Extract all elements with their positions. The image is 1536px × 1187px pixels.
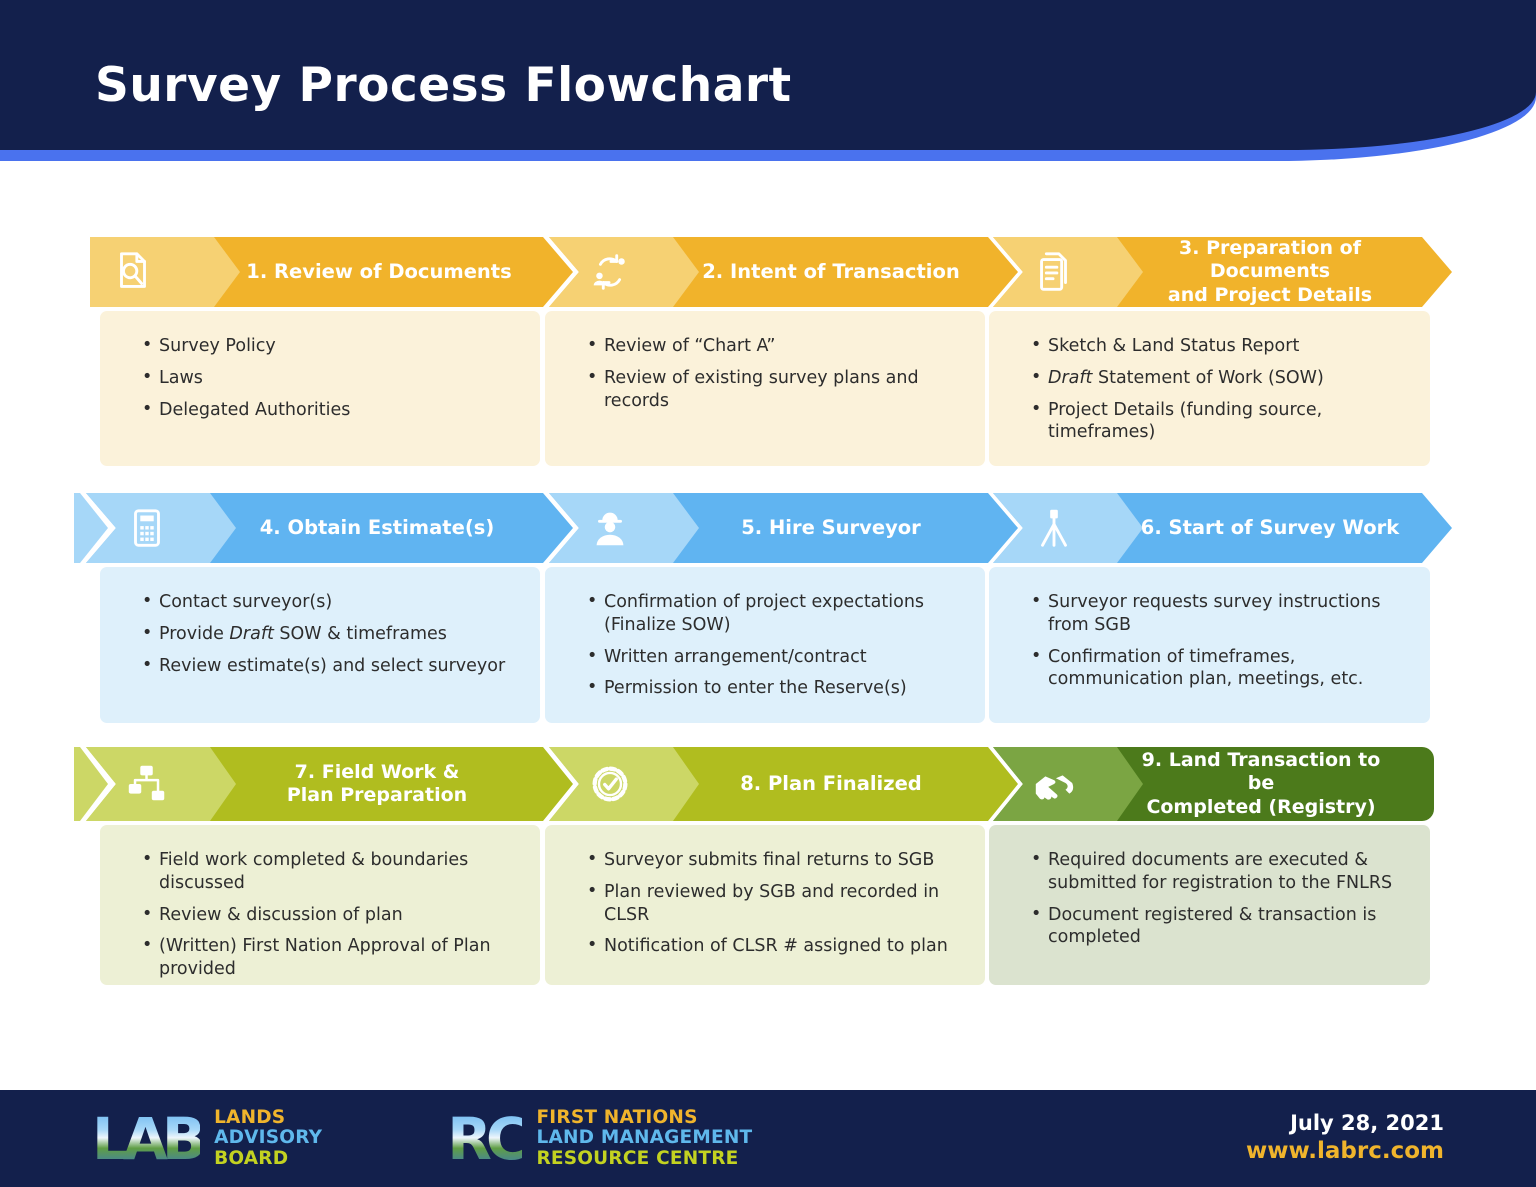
step-icon-segment bbox=[86, 747, 236, 821]
bullet-item: Review & discussion of plan bbox=[142, 903, 514, 927]
step-content-5: Confirmation of project expectations (Fi… bbox=[545, 567, 985, 723]
calculator-icon bbox=[124, 505, 170, 551]
step-title: 7. Field Work & Plan Preparation bbox=[286, 760, 468, 806]
header-band: Survey Process Flowchart bbox=[0, 0, 1536, 150]
step-banner-3: 3. Preparation of Documents and Project … bbox=[993, 237, 1452, 307]
step-content-1: Survey PolicyLawsDelegated Authorities bbox=[100, 311, 540, 466]
step-title: 1. Review of Documents bbox=[246, 260, 512, 284]
step-content-9: Required documents are executed & submit… bbox=[989, 825, 1430, 985]
documents-icon bbox=[1031, 249, 1077, 295]
rc-logo-text: FIRST NATIONS LAND MANAGEMENT RESOURCE C… bbox=[536, 1106, 753, 1169]
bullet-list: Confirmation of project expectations (Fi… bbox=[587, 590, 959, 700]
bullet-item: Sketch & Land Status Report bbox=[1031, 334, 1404, 358]
step-content-2: Review of “Chart A” Review of existing su… bbox=[545, 311, 985, 466]
bullet-item: Document registered & transaction is com… bbox=[1031, 903, 1404, 950]
theodolite-icon bbox=[1031, 505, 1077, 551]
bullet-list: Review of “Chart A” Review of existing su… bbox=[587, 334, 959, 413]
step-banner-1: 1. Review of Documents bbox=[90, 237, 573, 307]
step-banner-5: 5. Hire Surveyor bbox=[549, 493, 1018, 563]
sitemap-icon bbox=[124, 761, 170, 807]
step-title: 8. Plan Finalized bbox=[740, 772, 922, 796]
step-content-7: Field work completed & boundaries discus… bbox=[100, 825, 540, 985]
step-title: 3. Preparation of Documents and Project … bbox=[1167, 237, 1373, 306]
bullet-item: Field work completed & boundaries discus… bbox=[142, 848, 514, 895]
step-icon-segment bbox=[90, 237, 240, 307]
step-title: 9. Land Transaction to be Completed (Reg… bbox=[1141, 749, 1381, 818]
step-banner-4: 4. Obtain Estimate(s) bbox=[86, 493, 573, 563]
step-content-8: Surveyor submits final returns to SGB Pla… bbox=[545, 825, 985, 985]
bullet-item: Confirmation of project expectations (Fi… bbox=[587, 590, 959, 637]
bullet-item: Review of existing survey plans and reco… bbox=[587, 366, 959, 413]
rc-logo: RC FIRST NATIONS LAND MANAGEMENT RESOURC… bbox=[447, 1104, 753, 1173]
lab-line-3: BOARD bbox=[214, 1147, 289, 1169]
bullet-item: (Written) First Nation Approval of Plan … bbox=[142, 934, 514, 981]
bullet-list: Field work completed & boundaries discus… bbox=[142, 848, 514, 981]
step-title: 6. Start of Survey Work bbox=[1140, 516, 1400, 540]
footer-website: www.labrc.com bbox=[1246, 1138, 1444, 1165]
step-content-6: Surveyor requests survey instructions fr… bbox=[989, 567, 1430, 723]
step-banner-8: 8. Plan Finalized bbox=[549, 747, 1018, 821]
page-title: Survey Process Flowchart bbox=[95, 58, 792, 113]
step-banner-7: 7. Field Work & Plan Preparation bbox=[86, 747, 573, 821]
bullet-item: Written arrangement/contract bbox=[587, 645, 959, 669]
step-content-4: Contact surveyor(s) Provide Draft SOW & t… bbox=[100, 567, 540, 723]
bullet-list: Surveyor submits final returns to SGB Pla… bbox=[587, 848, 959, 958]
bullet-item: Survey Policy bbox=[142, 334, 514, 358]
bullet-list: Sketch & Land Status ReportDraft Stateme… bbox=[1031, 334, 1404, 445]
rc-line-3: RESOURCE CENTRE bbox=[536, 1147, 739, 1169]
surveyor-worker-icon bbox=[587, 505, 633, 551]
bullet-item: Review of “Chart A” bbox=[587, 334, 959, 358]
lab-logo: LAB LANDS ADVISORY BOARD bbox=[92, 1104, 323, 1173]
step-title: 2. Intent of Transaction bbox=[702, 260, 960, 284]
step-banner-6: 6. Start of Survey Work bbox=[993, 493, 1452, 563]
rc-line-2: LAND MANAGEMENT bbox=[536, 1127, 753, 1149]
lab-line-2: ADVISORY bbox=[214, 1127, 323, 1149]
lab-logo-mark: LAB bbox=[92, 1104, 206, 1173]
bullet-item: Draft Statement of Work (SOW) bbox=[1031, 366, 1404, 390]
lab-logo-text: LANDS ADVISORY BOARD bbox=[214, 1106, 323, 1169]
lab-line-1: LANDS bbox=[214, 1106, 286, 1128]
handshake-icon bbox=[1031, 761, 1077, 807]
document-search-icon bbox=[110, 249, 156, 295]
person-transaction-icon bbox=[587, 249, 633, 295]
bullet-item: Delegated Authorities bbox=[142, 398, 514, 422]
bullet-item: Plan reviewed by SGB and recorded in CLS… bbox=[587, 880, 959, 927]
bullet-item: Surveyor requests survey instructions fr… bbox=[1031, 590, 1404, 637]
footer: LAB LANDS ADVISORY BOARD RC FIRST NATION… bbox=[0, 1090, 1536, 1187]
bullet-list: Surveyor requests survey instructions fr… bbox=[1031, 590, 1404, 692]
bullet-list: Contact surveyor(s) Provide Draft SOW & t… bbox=[142, 590, 514, 678]
bullet-item: Contact surveyor(s) bbox=[142, 590, 514, 614]
step-banner-2: 2. Intent of Transaction bbox=[549, 237, 1018, 307]
rc-line-1: FIRST NATIONS bbox=[536, 1106, 698, 1128]
bullet-list: Required documents are executed & submit… bbox=[1031, 848, 1404, 950]
step-icon-segment bbox=[86, 493, 236, 563]
step-title: 4. Obtain Estimate(s) bbox=[259, 516, 495, 540]
bullet-list: Survey PolicyLawsDelegated Authorities bbox=[142, 334, 514, 422]
bullet-item: Notification of CLSR # assigned to plan bbox=[587, 934, 959, 958]
rc-logo-mark: RC bbox=[447, 1104, 528, 1173]
footer-date: July 28, 2021 bbox=[1290, 1110, 1444, 1135]
bullet-item: Surveyor submits final returns to SGB bbox=[587, 848, 959, 872]
bullet-item: Required documents are executed & submit… bbox=[1031, 848, 1404, 895]
footer-meta: July 28, 2021 www.labrc.com bbox=[1246, 1110, 1444, 1167]
step-title: 5. Hire Surveyor bbox=[741, 516, 921, 540]
bullet-item: Confirmation of timeframes, communicatio… bbox=[1031, 645, 1404, 692]
badge-check-icon bbox=[587, 761, 633, 807]
bullet-item: Review estimate(s) and select surveyor bbox=[142, 654, 514, 678]
bullet-item: Permission to enter the Reserve(s) bbox=[587, 676, 959, 700]
bullet-item: Project Details (funding source, timefra… bbox=[1031, 398, 1404, 445]
bullet-item: Provide Draft SOW & timeframes bbox=[142, 622, 514, 646]
step-content-3: Sketch & Land Status ReportDraft Stateme… bbox=[989, 311, 1430, 466]
step-banner-9: 9. Land Transaction to be Completed (Reg… bbox=[993, 747, 1434, 821]
bullet-item: Laws bbox=[142, 366, 514, 390]
